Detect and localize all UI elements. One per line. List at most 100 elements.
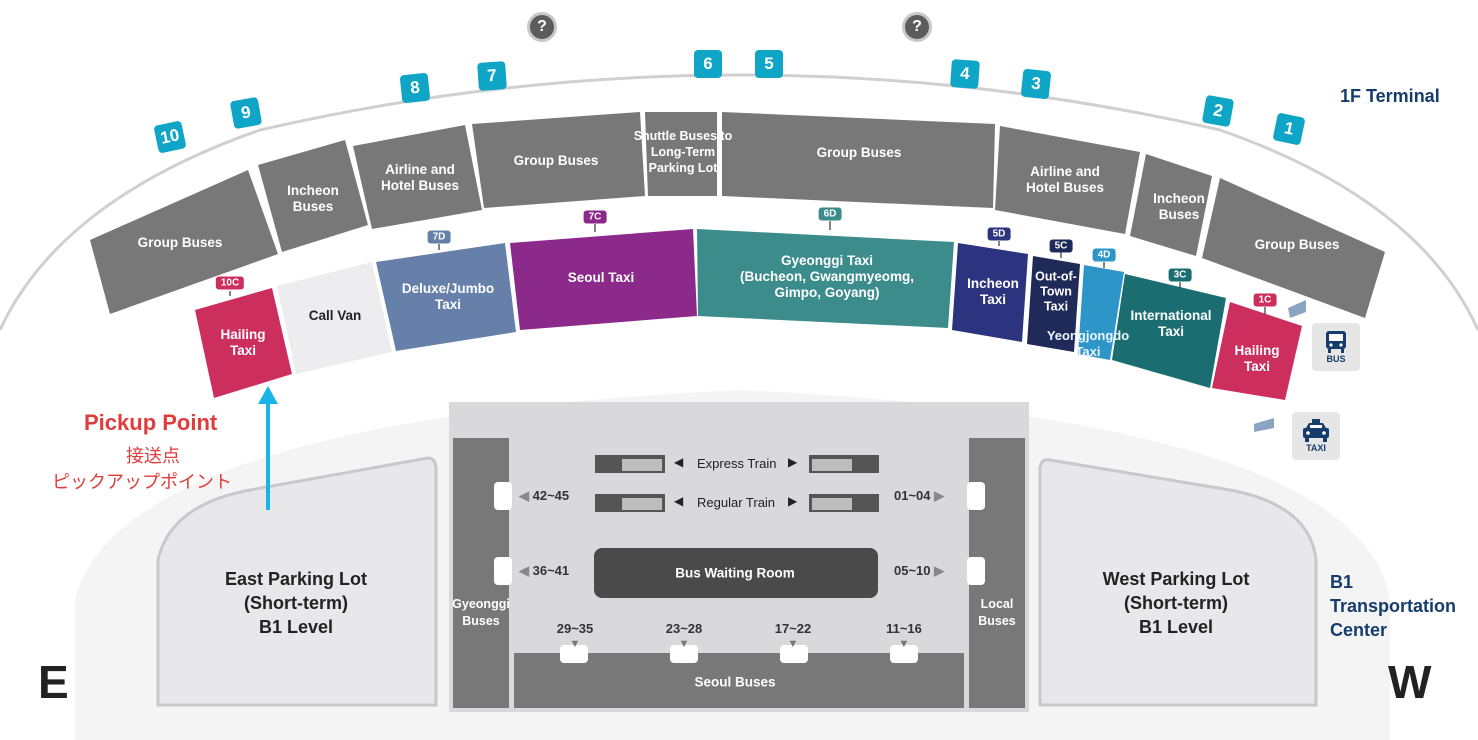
local-buses-label: Local Buses <box>978 597 1016 628</box>
seoul-buses-label: Seoul Buses <box>694 674 776 690</box>
west-parking-shape <box>1038 458 1318 707</box>
express-train-label: Express Train <box>697 456 777 471</box>
label-airline-hotel-left: Airline and Hotel Buses <box>380 162 460 193</box>
outer-zone-shapes <box>90 112 1385 318</box>
zone-incheon-taxi <box>952 243 1028 342</box>
pickup-japanese: ピックアップポイント <box>52 472 232 492</box>
zone-out-of-town <box>1027 256 1080 352</box>
label-gyeonggi-taxi: Gyeonggi Taxi (Bucheon, Gwangmyeomg, Gim… <box>739 253 915 300</box>
range-17-22: 17~22▼ <box>774 621 812 651</box>
bump-bottom-1 <box>560 645 588 663</box>
label-incheon-taxi: Incheon Taxi <box>967 276 1019 307</box>
bus-icon <box>1326 331 1346 353</box>
gate-10: 10 <box>153 120 187 154</box>
bump-right-2 <box>967 557 985 585</box>
label-international: International Taxi <box>1130 308 1212 339</box>
bus-icon-label: BUS <box>1326 354 1346 364</box>
gyeonggi-buses-label: Gyeonggi Buses <box>452 597 510 628</box>
label-group-buses-right: Group Buses <box>1254 237 1340 252</box>
label-airline-hotel-right: Airline and Hotel Buses <box>1025 164 1105 195</box>
label-group-buses-mid-right: Group Buses <box>816 145 902 160</box>
range-11-16: 11~16▼ <box>886 621 922 651</box>
bus-waiting-room-label: Bus Waiting Room <box>675 565 795 581</box>
label-group-buses-left: Group Buses <box>137 235 223 250</box>
label-incheon-buses-right: Incheon Buses <box>1153 191 1205 222</box>
range-23-28: 23~28▼ <box>665 621 703 651</box>
gate-4: 4 <box>950 59 980 89</box>
zone-deluxe <box>376 243 516 351</box>
regular-left-arrow: ◀ <box>674 494 684 508</box>
label-shuttle: Shuttle Buses to Long-Term Parking Lot <box>633 129 733 175</box>
transport-center-label: B1 Transportation Center <box>1330 572 1457 640</box>
label-call-van: Call Van <box>308 308 362 323</box>
range-05-10: 05~10 ▶ <box>894 563 945 578</box>
tag-3c: 3C <box>1168 268 1192 282</box>
help-icon-right[interactable]: ? <box>902 12 932 42</box>
taxi-icon <box>1303 419 1329 442</box>
label-incheon-buses-left: Incheon Buses <box>287 183 339 214</box>
range-29-35: 29~35▼ <box>556 621 594 651</box>
tag-4d: 4D <box>1092 248 1116 262</box>
gate-5: 5 <box>755 50 783 78</box>
zone-shuttle <box>645 112 717 196</box>
express-left-arrow: ◀ <box>674 455 684 469</box>
bump-bottom-4 <box>890 645 918 663</box>
bus-waiting-room-box <box>594 548 878 598</box>
label-seoul-taxi: Seoul Taxi <box>567 270 635 285</box>
label-yeongjongdo: Yeongjongdo Taxi <box>1046 328 1130 359</box>
tag-7d: 7D <box>427 230 451 244</box>
label-deluxe-jumbo: Deluxe/Jumbo Taxi <box>401 281 495 312</box>
tag-1c: 1C <box>1253 293 1277 307</box>
west-parking-label: West Parking Lot (Short-term) B1 Level <box>1102 569 1250 637</box>
express-right-arrow: ▶ <box>788 455 798 469</box>
tag-7c: 7C <box>583 210 607 224</box>
east-letter: E <box>38 656 69 708</box>
east-parking-label: East Parking Lot (Short-term) B1 Level <box>224 569 368 637</box>
zone-group-buses-left <box>90 170 278 314</box>
zone-yeongjongdo <box>1078 265 1124 360</box>
range-36-41: ◀ 36~41 <box>519 563 570 578</box>
gate-2: 2 <box>1201 94 1235 128</box>
label-hailing-taxi-right: Hailing Taxi <box>1234 343 1280 374</box>
zone-airline-hotel-left <box>353 125 482 229</box>
arrow-to-taxi-icon <box>1254 418 1274 432</box>
terminal-arc-outline <box>0 73 1478 331</box>
tag-5c: 5C <box>1049 239 1073 253</box>
zone-group-buses-mid-right <box>722 112 995 208</box>
tag-stems <box>229 221 1266 314</box>
zone-airline-hotel-right <box>995 126 1140 234</box>
bus-icon-box[interactable]: BUS <box>1312 323 1360 371</box>
range-42-45: ◀ 42~45 <box>519 488 570 503</box>
gate-8: 8 <box>399 72 431 104</box>
zone-group-buses-mid-left <box>472 112 645 208</box>
zone-hailing-right <box>1212 302 1302 400</box>
gate-9: 9 <box>229 96 263 130</box>
zone-call-van <box>277 262 392 374</box>
pickup-arrow-head <box>258 386 278 404</box>
gate-6: 6 <box>694 50 722 78</box>
bump-bottom-2 <box>670 645 698 663</box>
taxi-icon-box[interactable]: TAXI <box>1292 412 1340 460</box>
regular-train-label: Regular Train <box>697 495 776 510</box>
bump-left-2 <box>494 557 512 585</box>
inner-zone-shapes <box>195 229 1302 400</box>
regular-right-arrow: ▶ <box>788 494 798 508</box>
seoul-buses-bar <box>514 653 964 708</box>
help-icon-left[interactable]: ? <box>527 12 557 42</box>
gate-1: 1 <box>1272 112 1306 146</box>
zone-incheon-buses-left <box>258 140 368 252</box>
terminal-label: 1F Terminal <box>1340 86 1440 106</box>
pickup-title: Pickup Point <box>84 410 218 435</box>
bump-bottom-3 <box>780 645 808 663</box>
pickup-chinese: 接送点 <box>126 446 180 466</box>
zone-international <box>1112 274 1226 388</box>
tag-6d: 6D <box>818 207 842 221</box>
gate-7: 7 <box>477 61 507 91</box>
west-letter: W <box>1388 656 1432 708</box>
zone-gyeonggi-taxi <box>697 229 954 328</box>
tag-5d: 5D <box>987 227 1011 241</box>
east-parking-shape <box>156 456 438 707</box>
zone-group-buses-right <box>1202 178 1385 318</box>
